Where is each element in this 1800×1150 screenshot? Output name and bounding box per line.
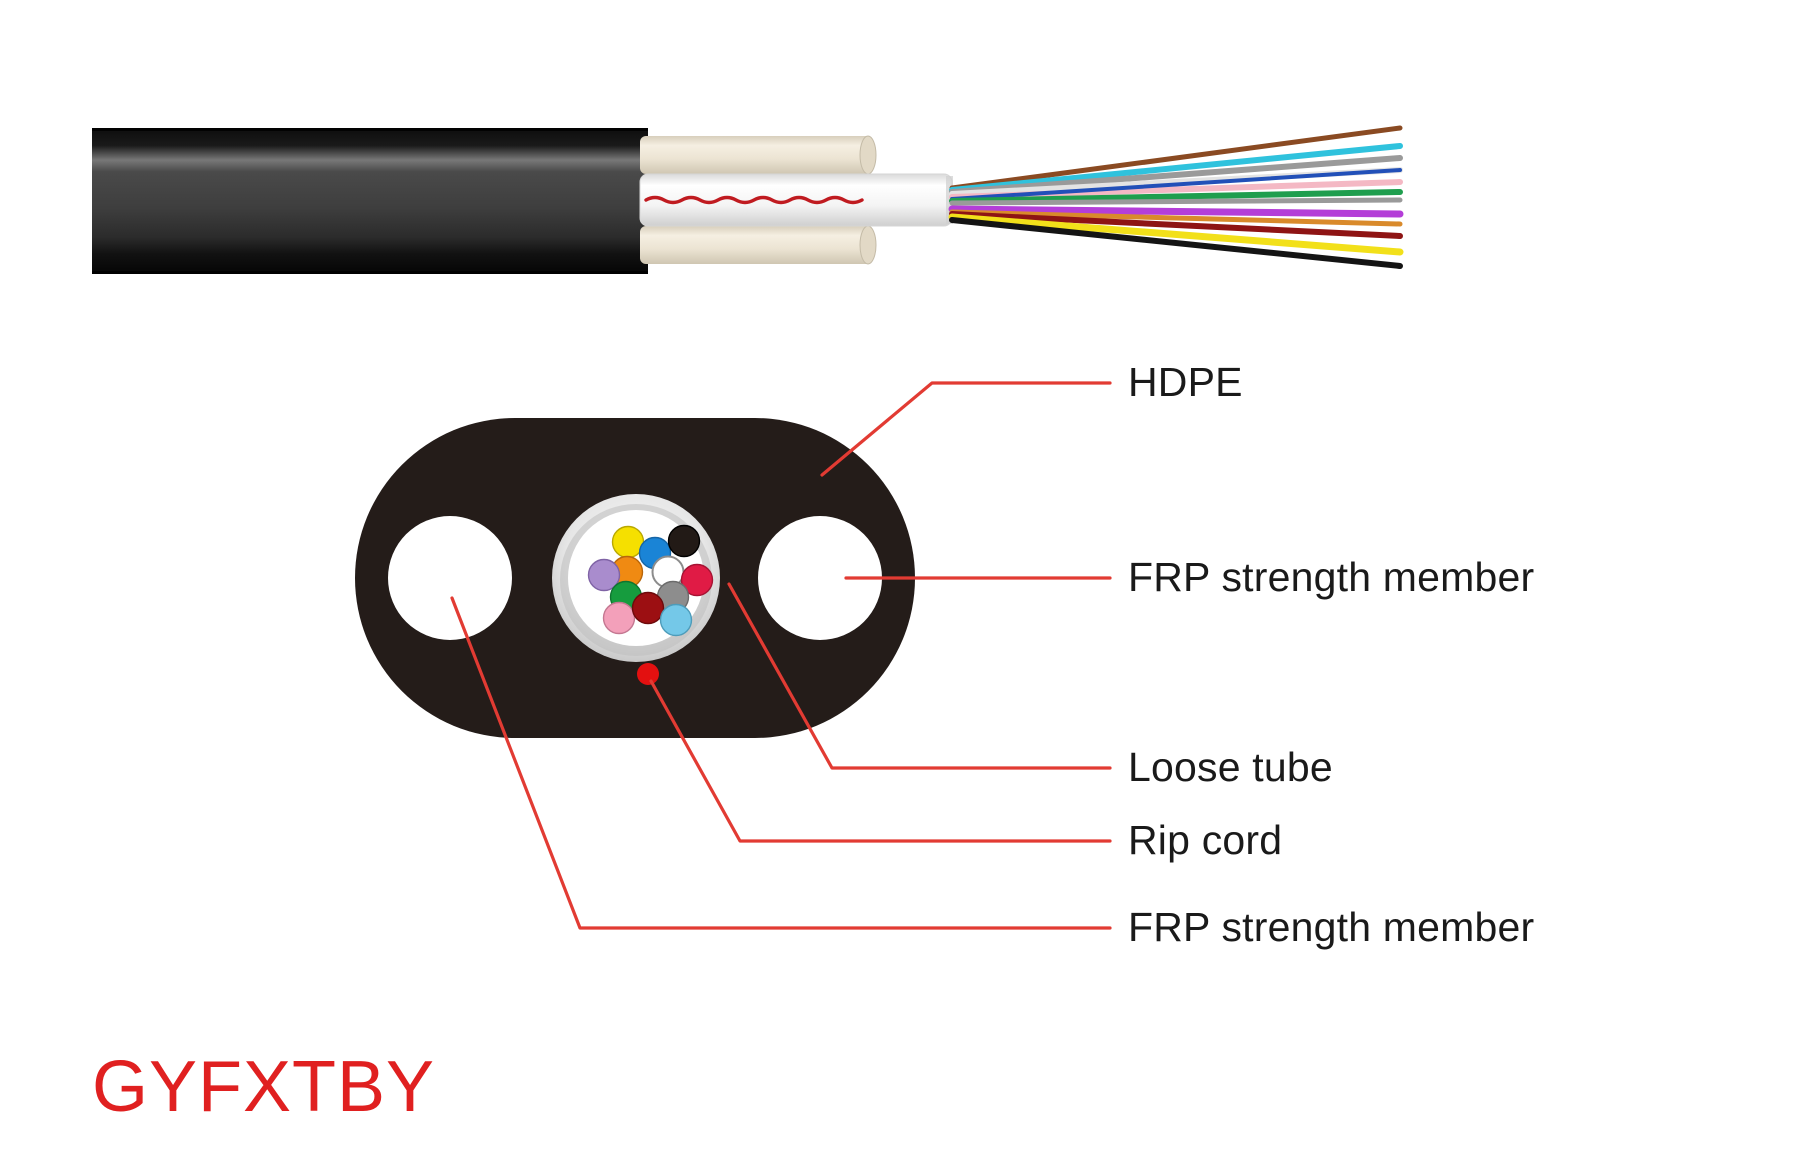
callout-label-frp-right: FRP strength member [1128, 554, 1535, 600]
callout-label-rip-cord: Rip cord [1128, 817, 1283, 863]
photo-rip-cord [644, 195, 864, 205]
leader-loose-tube [727, 582, 1112, 770]
fiber-violet [587, 558, 621, 592]
frp-left [388, 516, 512, 640]
frp-right [758, 516, 882, 640]
rip-cord-dot [637, 663, 659, 685]
photo-loose-tube [639, 173, 953, 227]
fiber-rose-red [680, 563, 714, 597]
photo-jacket [92, 128, 648, 274]
photo-frp-top [640, 135, 877, 175]
callout-label-hdpe: HDPE [1128, 359, 1243, 405]
photo-fiber-fanout [948, 125, 1404, 269]
leader-hdpe [820, 381, 1112, 477]
fiber-bundle [587, 524, 714, 637]
callout-label-loose-tube: Loose tube [1128, 744, 1333, 790]
callout-label-frp-left: FRP strength member [1128, 904, 1535, 950]
fiber-dark-red [631, 591, 665, 625]
fiber-black [667, 524, 701, 558]
fiber-cyan [659, 603, 693, 637]
leader-frp-left [450, 596, 1112, 930]
model-code: GYFXTBY [92, 1047, 436, 1127]
leader-rip-cord [649, 679, 1112, 843]
fiber-pink [602, 601, 636, 635]
